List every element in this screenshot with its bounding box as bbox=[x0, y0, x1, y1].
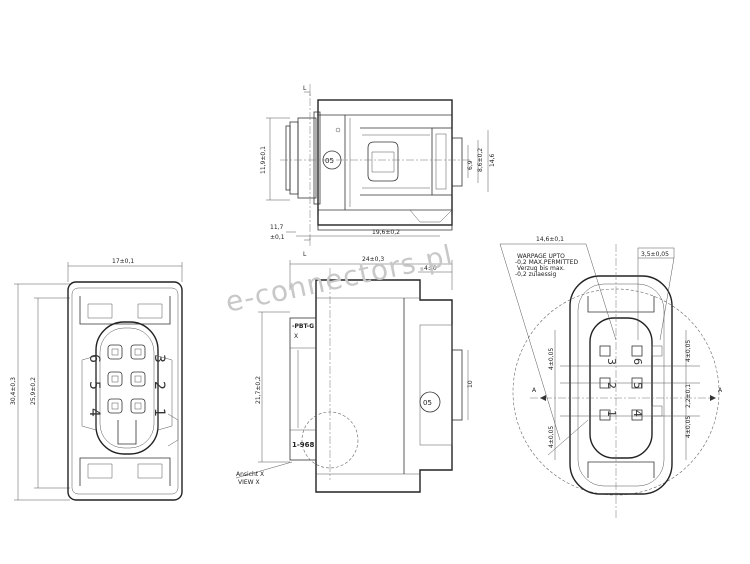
front-housing-outline bbox=[67, 281, 183, 501]
dim-side-top: 4±0 bbox=[424, 265, 437, 272]
section-a-left: A bbox=[532, 387, 537, 394]
dim-detail-right-3: 4±0,05 bbox=[685, 416, 692, 438]
detail-pin-6: 6 bbox=[631, 358, 644, 365]
pin-label-1: 1 bbox=[151, 408, 167, 417]
dim-side-right: 10 bbox=[467, 380, 474, 388]
detail-pin-2: 2 bbox=[605, 382, 618, 389]
detail-housing-outline bbox=[569, 275, 673, 495]
dim-top-small2: ±0,1 bbox=[270, 234, 285, 241]
view-note-de: Ansicht X bbox=[236, 471, 264, 478]
pin-label-3: 3 bbox=[151, 354, 167, 363]
detail-circle bbox=[512, 288, 720, 496]
dim-top-d3: 14,6 bbox=[489, 153, 496, 167]
part-number-label: 1-968 bbox=[292, 441, 315, 449]
pin-label-5: 5 bbox=[86, 381, 102, 390]
view-x-marker: X bbox=[294, 333, 298, 340]
dim-front-width: 17±0,1 bbox=[112, 258, 134, 265]
dim-detail-left-1: 4±0,05 bbox=[548, 348, 555, 370]
front-pin-cavity bbox=[95, 321, 159, 455]
dim-top-small: 11,7 bbox=[270, 224, 284, 231]
dim-detail-right-2: 2,2±0,1 bbox=[685, 384, 692, 408]
view-note-en: VIEW X bbox=[238, 479, 260, 486]
detail-pin-4: 4 bbox=[631, 410, 644, 417]
dim-front-outer-height: 30,4±0,3 bbox=[10, 377, 17, 405]
detail-pin-1: 1 bbox=[605, 410, 618, 417]
dim-side-length: 24±0,3 bbox=[362, 256, 384, 263]
pin-label-4: 4 bbox=[86, 408, 102, 417]
svg-text:05: 05 bbox=[325, 157, 334, 165]
dim-top-height: 11,9±0,1 bbox=[260, 146, 267, 174]
detail-pin-3: 3 bbox=[605, 358, 618, 365]
side-housing-outline bbox=[315, 279, 453, 493]
warpage-note-4: -0,2 zulaessig bbox=[515, 271, 557, 278]
dim-detail-width: 14,6±0,1 bbox=[536, 236, 564, 243]
dim-side-height: 21,7±0,2 bbox=[255, 376, 262, 404]
side-view: 24±0,3 4±0 21,7±0,2 10 05 -PBT-G X 1-968 bbox=[235, 256, 474, 493]
dim-top-d2: 8,6±0,2 bbox=[477, 148, 484, 172]
material-label: -PBT-G bbox=[292, 323, 314, 330]
dim-front-inner-height: 25,9±0,2 bbox=[30, 377, 37, 405]
top-view: 05 L L 11,9±0,1 6,9 8,6±0,2 14,6 11,7 ±0… bbox=[260, 84, 496, 258]
detail-view: 3 6 2 5 1 4 14,6±0,1 WARPAGE UPTO -0,2 M… bbox=[499, 236, 723, 520]
detail-pin-5: 5 bbox=[631, 382, 644, 389]
svg-text:05: 05 bbox=[423, 399, 432, 407]
warpage-note-3: Verzug bis max. bbox=[517, 265, 565, 272]
dim-detail-pitch: 3,5±0,05 bbox=[641, 251, 669, 258]
dim-detail-left-2: 4±0,05 bbox=[548, 426, 555, 448]
pin-label-6: 6 bbox=[86, 354, 102, 363]
section-a-right: A bbox=[718, 387, 723, 394]
section-label-l-top: L bbox=[303, 85, 307, 92]
section-label-l-bottom: L bbox=[303, 251, 307, 258]
warpage-note-1: WARPAGE UPTO bbox=[517, 253, 565, 260]
watermark: e-connectors.pl bbox=[223, 238, 456, 318]
dim-top-length: 19,6±0,2 bbox=[372, 229, 400, 236]
warpage-note-2: -0,2 MAX.PERMITTED bbox=[515, 259, 578, 266]
dim-top-d1: 6,9 bbox=[467, 160, 474, 170]
front-view: 17±0,1 30,4±0,3 25,9±0,2 bbox=[10, 258, 183, 501]
dim-detail-right-1: 4±0,05 bbox=[685, 340, 692, 362]
pin-label-2: 2 bbox=[151, 381, 167, 390]
